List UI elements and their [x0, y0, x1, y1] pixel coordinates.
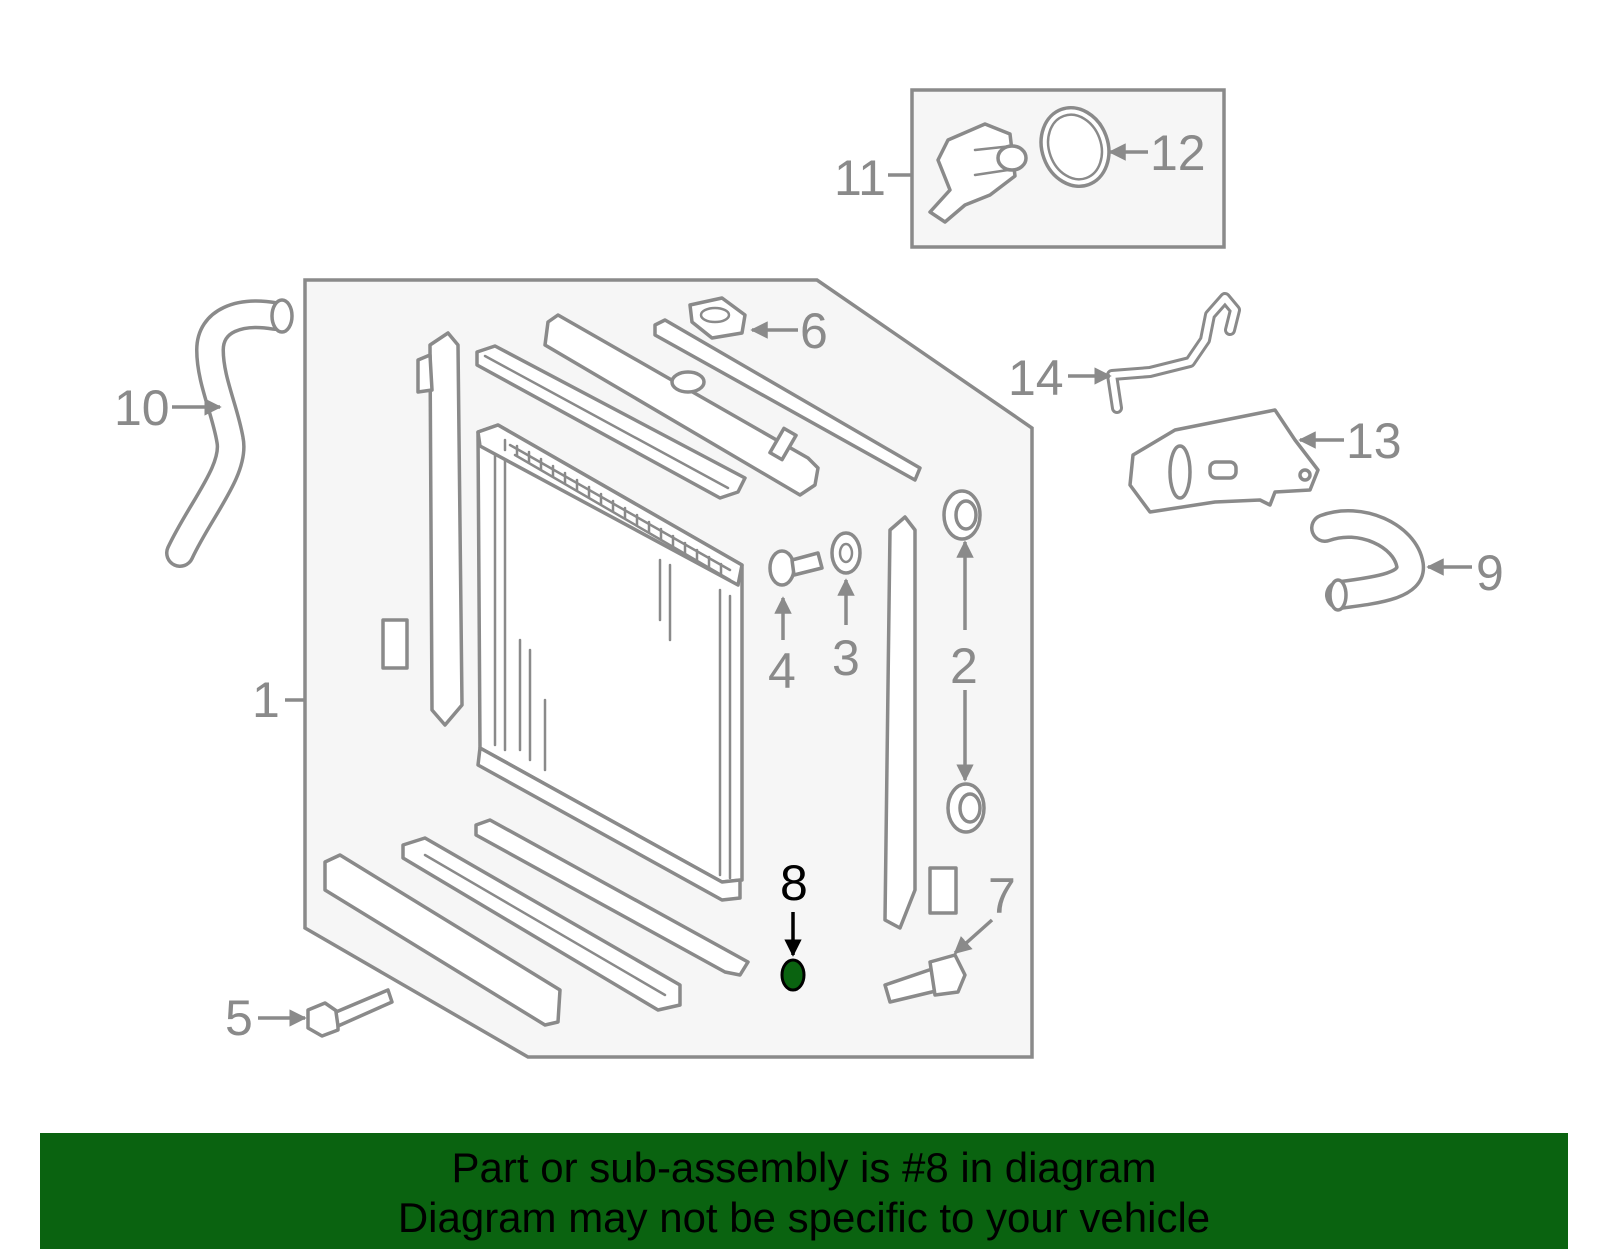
callout-3: 3 — [832, 630, 860, 686]
callout-10: 10 — [114, 380, 170, 436]
water-inlet-housing — [928, 122, 1028, 224]
lower-tank-strip — [401, 836, 682, 1012]
callout-8: 8 — [780, 855, 808, 911]
upper-radiator-hose — [165, 298, 294, 568]
upper-tank — [543, 313, 820, 497]
callout-1: 1 — [252, 672, 280, 728]
callout-6: 6 — [800, 303, 828, 359]
bolt-part-4 — [768, 549, 824, 587]
bolt-part-5 — [306, 988, 394, 1038]
washer-part-3 — [830, 531, 862, 575]
callout-2: 2 — [950, 638, 978, 694]
radiator-core — [476, 423, 744, 902]
mount-cushion-upper — [942, 489, 982, 541]
lower-hose — [1310, 509, 1426, 612]
callout-13: 13 — [1346, 413, 1402, 469]
upper-right-seal — [653, 318, 922, 482]
callout-9: 9 — [1476, 545, 1504, 601]
info-banner: Part or sub-assembly is #8 in diagram Di… — [40, 1133, 1568, 1249]
callout-4: 4 — [768, 643, 796, 699]
banner-line-part: Part or sub-assembly is #8 in diagram — [451, 1144, 1157, 1191]
mount-cushion-lower — [946, 782, 986, 834]
radiator-cap — [688, 296, 747, 340]
drain-plug-part-8 — [780, 958, 806, 992]
callout-11: 11 — [834, 150, 886, 206]
right-side-bracket — [883, 515, 958, 930]
callout-5: 5 — [225, 990, 253, 1046]
left-side-bracket — [381, 331, 464, 727]
sensor-part-7 — [883, 953, 967, 1004]
upper-seal-strip — [475, 344, 747, 500]
callout-14: 14 — [1008, 350, 1064, 406]
callout-7: 7 — [988, 868, 1016, 924]
banner-line-disclaimer: Diagram may not be specific to your vehi… — [397, 1194, 1211, 1241]
thermostat-gasket — [1039, 106, 1111, 188]
water-pipe — [1106, 292, 1241, 414]
lower-seal-rear — [474, 818, 750, 977]
water-outlet-housing — [1128, 408, 1320, 514]
lower-seal-front — [323, 853, 562, 1027]
callout-12: 12 — [1150, 125, 1206, 181]
